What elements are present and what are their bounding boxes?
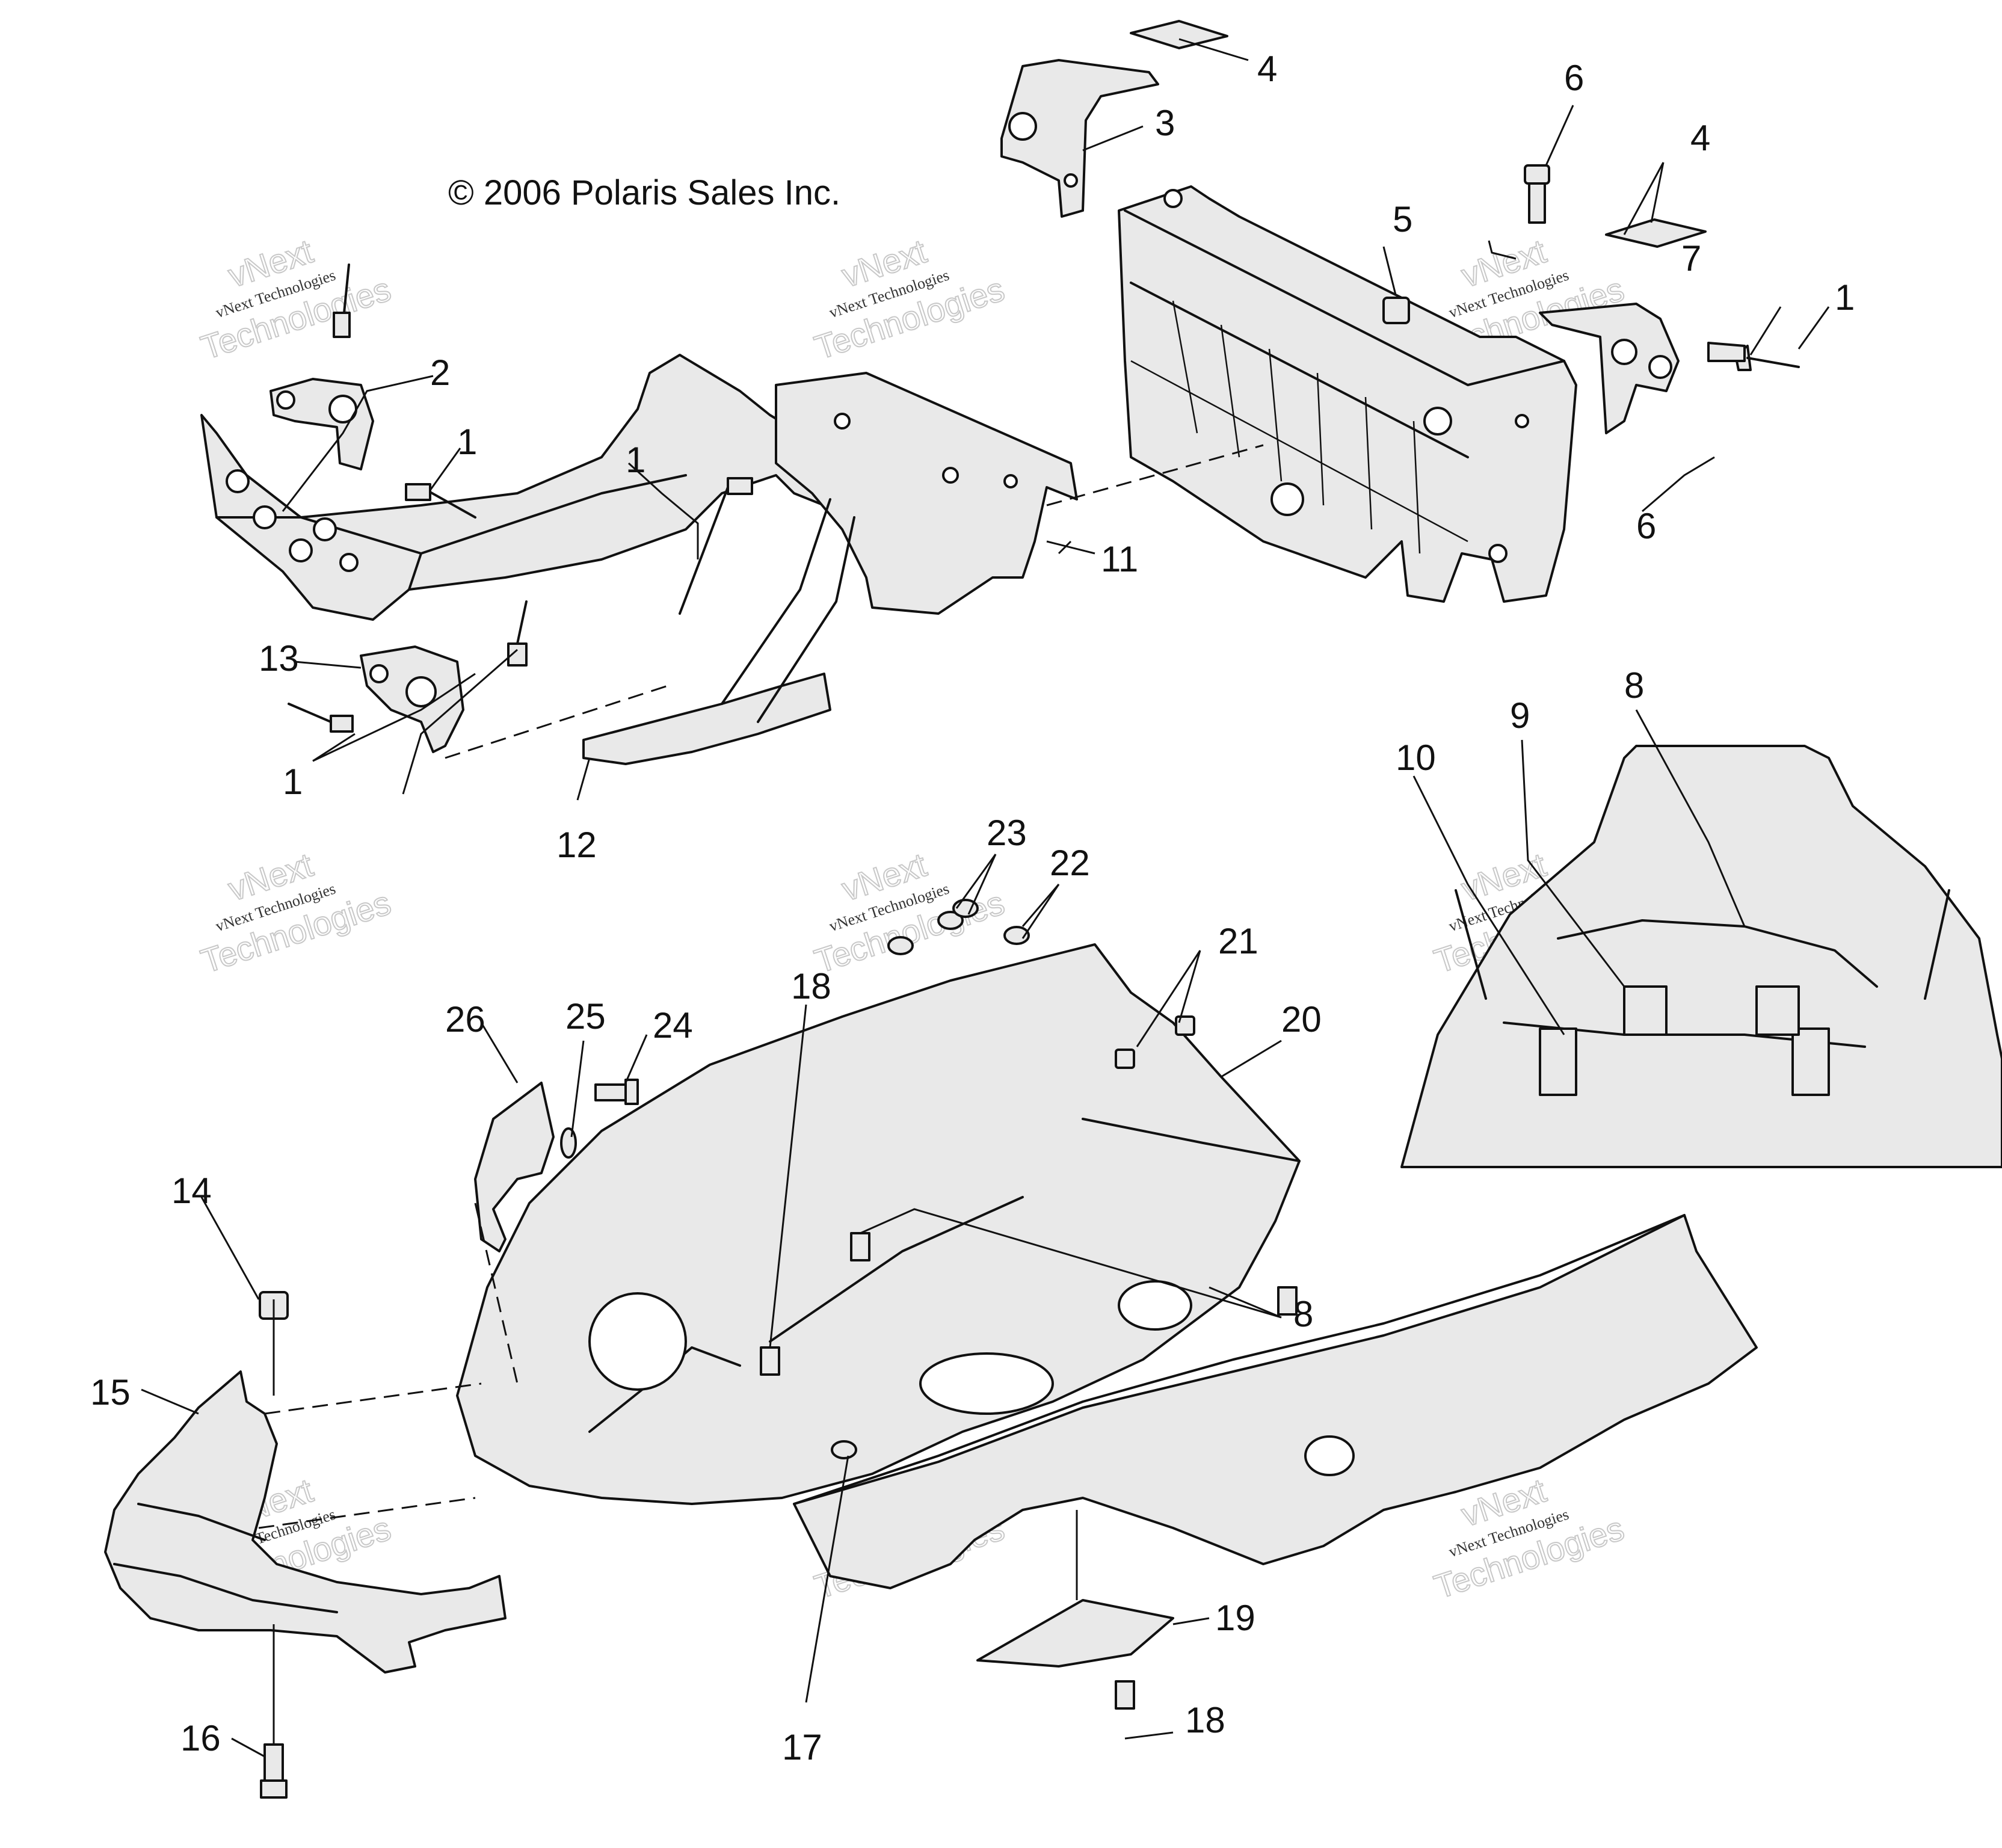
callout-8: 8 — [1293, 1294, 1313, 1334]
callout-22: 22 — [1050, 843, 1090, 883]
dashed-alignment-lines — [258, 444, 1264, 1529]
washer-part-25 — [560, 1127, 577, 1159]
callout-20: 20 — [1281, 999, 1322, 1040]
lower-cowl-panel — [793, 1214, 1758, 1589]
nut-part-21 — [1115, 1015, 1195, 1069]
callout-4: 4 — [1690, 118, 1710, 158]
callout-1: 1 — [1835, 277, 1855, 318]
decal-part-4 — [1605, 218, 1707, 248]
leader-lines — [141, 38, 1830, 1758]
callout-16: 16 — [180, 1718, 221, 1758]
bracket-part-7 — [1539, 303, 1680, 434]
rivet-part-8 — [850, 1232, 1298, 1316]
callout-14: 14 — [171, 1171, 212, 1211]
front-frame-assembly — [200, 354, 843, 621]
bolt-part-16 — [260, 1743, 288, 1799]
callout-9: 9 — [1510, 695, 1530, 736]
callout-1: 1 — [283, 762, 303, 802]
copyright-text: © 2006 Polaris Sales Inc. — [448, 173, 840, 212]
callout-12: 12 — [556, 825, 597, 865]
bolt-part-24 — [594, 1079, 639, 1105]
callout-15: 15 — [90, 1372, 131, 1412]
callout-18: 18 — [1185, 1700, 1225, 1740]
plate-part-19 — [976, 1599, 1174, 1668]
watermark: vNext vNext Technologies Technologies — [810, 231, 1009, 367]
callout-24: 24 — [653, 1005, 693, 1046]
bumper-part-15 — [104, 1370, 507, 1674]
rivet-part-1 — [405, 483, 476, 519]
bolt-part-6 — [1707, 342, 1746, 362]
nut-part-5 — [1382, 297, 1410, 324]
callout-6: 6 — [1564, 58, 1584, 98]
callout-13: 13 — [259, 638, 299, 679]
bolt-part-6 — [1524, 164, 1550, 224]
callout-26: 26 — [445, 999, 485, 1040]
callout-10: 10 — [1396, 738, 1436, 778]
callout-11: 11 — [1101, 539, 1138, 579]
rear-frame-assembly — [1118, 185, 1577, 603]
callout-21: 21 — [1218, 921, 1258, 961]
callout-17: 17 — [782, 1727, 822, 1767]
callout-23: 23 — [987, 813, 1027, 853]
callout-19: 19 — [1215, 1598, 1255, 1638]
frame-strut-part-12 — [582, 498, 855, 765]
callout-8: 8 — [1624, 665, 1644, 706]
callout-18: 18 — [791, 966, 831, 1006]
decal-part-4 — [1130, 20, 1228, 49]
frame-bracket-part-11 — [775, 372, 1078, 615]
watermark: vNext vNext Technologies Technologies — [196, 845, 396, 981]
callout-4: 4 — [1257, 49, 1277, 89]
watermark: vNext vNext Technologies Technologies — [196, 231, 396, 367]
bracket-part-26 — [474, 1082, 555, 1252]
callout-6: 6 — [1636, 506, 1656, 546]
hood-part-20 — [456, 943, 1301, 1505]
callout-2: 2 — [430, 353, 450, 393]
rivet-part-1 — [333, 263, 351, 338]
bracket-part-3 — [1000, 59, 1159, 218]
callout-5: 5 — [1393, 199, 1412, 239]
rivet-part-1 — [679, 477, 753, 615]
plug-part-17 — [831, 1440, 857, 1459]
rivet-part-1 — [288, 703, 354, 733]
callout-1: 1 — [626, 440, 645, 480]
callout-7: 7 — [1681, 238, 1701, 279]
callout-3: 3 — [1155, 103, 1175, 143]
bracket-part-2 — [270, 378, 374, 470]
rivet-part-18 — [760, 1346, 1135, 1710]
callout-1: 1 — [457, 422, 477, 462]
inset-hood-view — [1400, 745, 2002, 1168]
callout-25: 25 — [565, 996, 606, 1036]
bracket-part-13 — [360, 645, 464, 753]
